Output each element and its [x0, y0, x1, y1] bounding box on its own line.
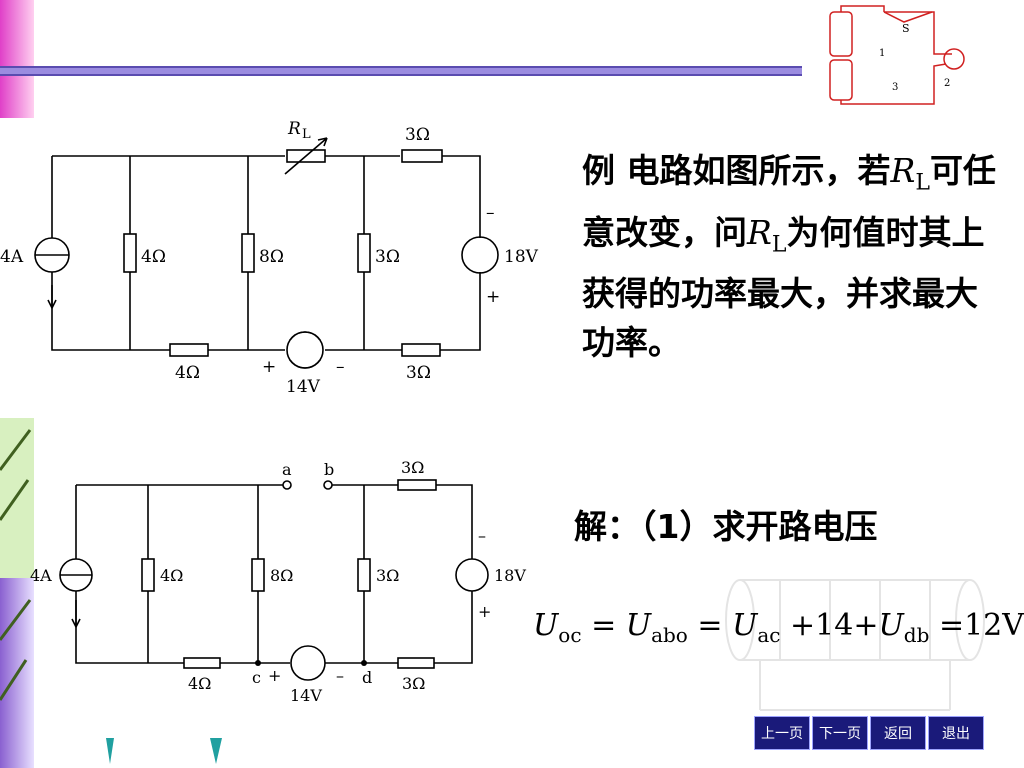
problem-statement: 例 电路如图所示，若RL可任意改变，问RL为何值时其上获得的功率最大，并求最大功… [582, 146, 1002, 367]
formula-plus14: +14+ [790, 608, 879, 643]
corner-label-3: 3 [892, 82, 898, 93]
bottom-v-right-plus: + [478, 602, 491, 621]
top-v-right-plus: + [486, 287, 500, 307]
formula-result: =12V [938, 608, 1024, 643]
open-circuit-voltage-formula: Uoc = Uabo = Uac +14+Udb =12V [533, 608, 1024, 647]
rl-symbol-2: R [747, 212, 772, 252]
bottom-r-bottom-right-label: 3Ω [402, 674, 425, 693]
bottom-v-right-label: 18V [494, 566, 526, 585]
top-rl-label: R [287, 119, 301, 139]
bottom-r3-label: 3Ω [376, 566, 399, 585]
node-c-label: c [252, 668, 261, 687]
back-button[interactable]: 返回 [870, 716, 926, 750]
rl-symbol: R [890, 151, 916, 190]
top-v-mid-minus: – [336, 357, 345, 377]
top-current-source-label: 4A [0, 247, 24, 267]
top-v-right-minus: – [486, 203, 495, 223]
formula-sub-ac: ac [757, 623, 781, 647]
corner-diagram: S 1 2 3 [829, 5, 965, 105]
top-r-bottom-left-label: 4Ω [175, 363, 200, 383]
left-decoration [0, 0, 34, 768]
problem-suffix: 为何值时其上获得的功率最大，并求最大功率。 [582, 212, 985, 363]
background-decoration [725, 579, 985, 711]
formula-u2: U [625, 608, 652, 643]
bottom-current-source-label: 4A [30, 566, 52, 585]
formula-sub-abo: abo [651, 623, 688, 647]
problem-mid: 可任意改变，问 [582, 151, 996, 252]
formula-sub-oc: oc [558, 623, 582, 647]
top-r3-label: 3Ω [375, 247, 400, 267]
formula-u1: U [533, 608, 559, 643]
top-r-top-right-label: 3Ω [405, 125, 430, 145]
corner-label-2: 2 [944, 78, 950, 89]
bottom-r-bottom-left-label: 4Ω [188, 674, 211, 693]
exit-button[interactable]: 退出 [928, 716, 984, 750]
formula-u4: U [878, 608, 904, 643]
circuit-diagram-top: 4A 4Ω 8Ω 3Ω 4Ω 3Ω 3Ω R L 14V 18V + – – + [0, 119, 539, 397]
bottom-v-right-minus: – [478, 526, 486, 545]
problem-prefix: 例 电路如图所示，若 [582, 151, 891, 190]
top-r1-label: 4Ω [141, 247, 166, 267]
solution-heading: 解：（1）求开路电压 [574, 507, 878, 546]
top-r-bottom-right-label: 3Ω [406, 363, 431, 383]
rl-subscript-2: L [771, 232, 787, 258]
prev-page-button[interactable]: 上一页 [754, 716, 810, 750]
switch-label: S [902, 22, 910, 35]
bottom-v-mid-plus: + [268, 666, 281, 685]
bottom-decoration [106, 738, 222, 764]
corner-label-1: 1 [879, 48, 885, 59]
top-v-mid-plus: + [262, 357, 276, 377]
bottom-v-mid-label: 14V [290, 686, 322, 705]
top-v-right-label: 18V [504, 247, 539, 267]
formula-u3: U [732, 608, 758, 643]
top-rl-sub: L [302, 127, 311, 142]
rl-subscript: L [915, 170, 930, 196]
bottom-r-top-right-label: 3Ω [401, 458, 424, 477]
bottom-r2-label: 8Ω [270, 566, 293, 585]
node-b-label: b [324, 460, 334, 479]
header-rule [0, 66, 802, 76]
node-a-label: a [282, 460, 292, 479]
circuit-diagram-bottom: 4A 4Ω 8Ω 3Ω 4Ω 3Ω 3Ω a b c d + – 14V 18V… [30, 458, 526, 705]
bottom-v-mid-minus: – [336, 666, 344, 685]
node-d-label: d [362, 668, 372, 687]
formula-sub-db: db [903, 623, 930, 647]
bottom-r1-label: 4Ω [160, 566, 183, 585]
next-page-button[interactable]: 下一页 [812, 716, 868, 750]
top-v-mid-label: 14V [286, 377, 321, 397]
top-r2-label: 8Ω [259, 247, 284, 267]
